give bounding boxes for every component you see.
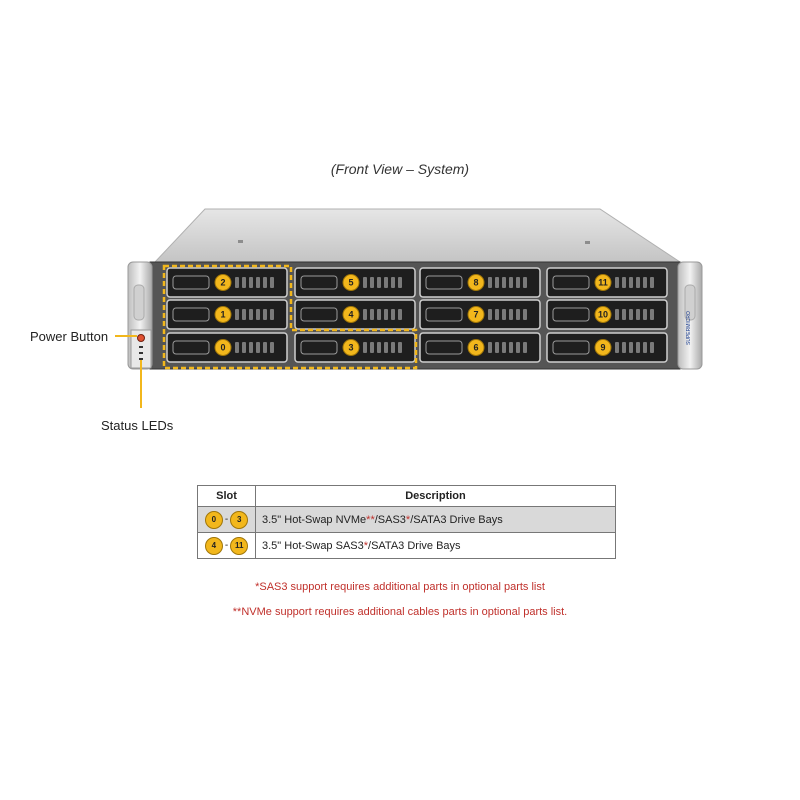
slot-description: 3.5" Hot-Swap NVMe**/SAS3*/SATA3 Drive B… bbox=[255, 506, 616, 533]
slot-header: Slot bbox=[197, 485, 256, 507]
power-button-icon bbox=[137, 334, 145, 342]
slot-table: Slot Description 0-3 3.5" Hot-Swap NVMe*… bbox=[197, 485, 616, 559]
status-led-icon bbox=[139, 352, 143, 354]
sas3-footnote: *SAS3 support requires additional parts … bbox=[255, 581, 545, 593]
table-row: 0-3 3.5" Hot-Swap NVMe**/SAS3*/SATA3 Dri… bbox=[197, 506, 616, 533]
bay-number: 3 bbox=[348, 343, 353, 353]
bay-number-badge bbox=[214, 274, 232, 291]
figure-caption: (Front View – System) bbox=[330, 161, 470, 177]
bay-number-badge bbox=[467, 339, 485, 356]
drive-bay[interactable]: 5 bbox=[294, 267, 416, 298]
bay-number: 10 bbox=[598, 310, 608, 320]
slot-description: 3.5" Hot-Swap SAS3*/SATA3 Drive Bays bbox=[255, 532, 616, 559]
status-led-icon bbox=[139, 346, 143, 348]
slot-badge: 4 bbox=[204, 536, 223, 555]
slot-range: 0-3 bbox=[197, 506, 256, 533]
bay-number-badge bbox=[214, 306, 232, 323]
slot-badge: 11 bbox=[230, 536, 249, 555]
bay-number-badge bbox=[594, 274, 612, 291]
drive-bay[interactable]: 3 bbox=[294, 332, 416, 363]
drive-bay[interactable]: 1 bbox=[166, 299, 288, 330]
bay-number: 11 bbox=[598, 278, 608, 288]
bay-number: 6 bbox=[473, 343, 478, 353]
drive-bay[interactable]: 8 bbox=[419, 267, 541, 298]
slot-badge: 3 bbox=[230, 510, 249, 529]
bay-number-badge bbox=[594, 306, 612, 323]
bay-number-badge bbox=[467, 274, 485, 291]
drive-bay[interactable]: 6 bbox=[419, 332, 541, 363]
bay-number: 9 bbox=[600, 343, 605, 353]
drive-bay[interactable]: 2 bbox=[166, 267, 288, 298]
bay-number-badge bbox=[214, 339, 232, 356]
bay-number-badge bbox=[342, 306, 360, 323]
nvme-footnote: **NVMe support requires additional cable… bbox=[232, 606, 568, 618]
drive-bay[interactable]: 7 bbox=[419, 299, 541, 330]
bay-number-badge bbox=[342, 274, 360, 291]
bay-number: 7 bbox=[473, 310, 478, 320]
description-header: Description bbox=[255, 485, 616, 507]
status-leds-callout: Status LEDs bbox=[101, 418, 174, 433]
power-button-callout: Power Button bbox=[30, 329, 109, 344]
slot-badge: 0 bbox=[204, 510, 223, 529]
chassis-top bbox=[153, 208, 682, 263]
bay-number-badge bbox=[342, 339, 360, 356]
drive-bay[interactable]: 4 bbox=[294, 299, 416, 330]
bay-number: 0 bbox=[220, 343, 225, 353]
brand-label: SUPERMICRO bbox=[686, 311, 692, 345]
drive-bay[interactable]: 9 bbox=[546, 332, 668, 363]
nvme-bays-highlight bbox=[162, 264, 418, 370]
bay-number: 4 bbox=[348, 310, 353, 320]
bay-number-badge bbox=[467, 306, 485, 323]
slot-range: 4-11 bbox=[197, 532, 256, 559]
drive-bay[interactable]: 10 bbox=[546, 299, 668, 330]
status-led-icon bbox=[139, 358, 143, 360]
bay-number: 2 bbox=[220, 278, 225, 288]
table-row: 4-11 3.5" Hot-Swap SAS3*/SATA3 Drive Bay… bbox=[197, 532, 616, 559]
bay-number-badge bbox=[594, 339, 612, 356]
bay-number: 5 bbox=[348, 278, 353, 288]
drive-bay[interactable]: 11 bbox=[546, 267, 668, 298]
bay-number: 1 bbox=[220, 310, 225, 320]
drive-bay[interactable]: 0 bbox=[166, 332, 288, 363]
bay-number: 8 bbox=[473, 278, 478, 288]
